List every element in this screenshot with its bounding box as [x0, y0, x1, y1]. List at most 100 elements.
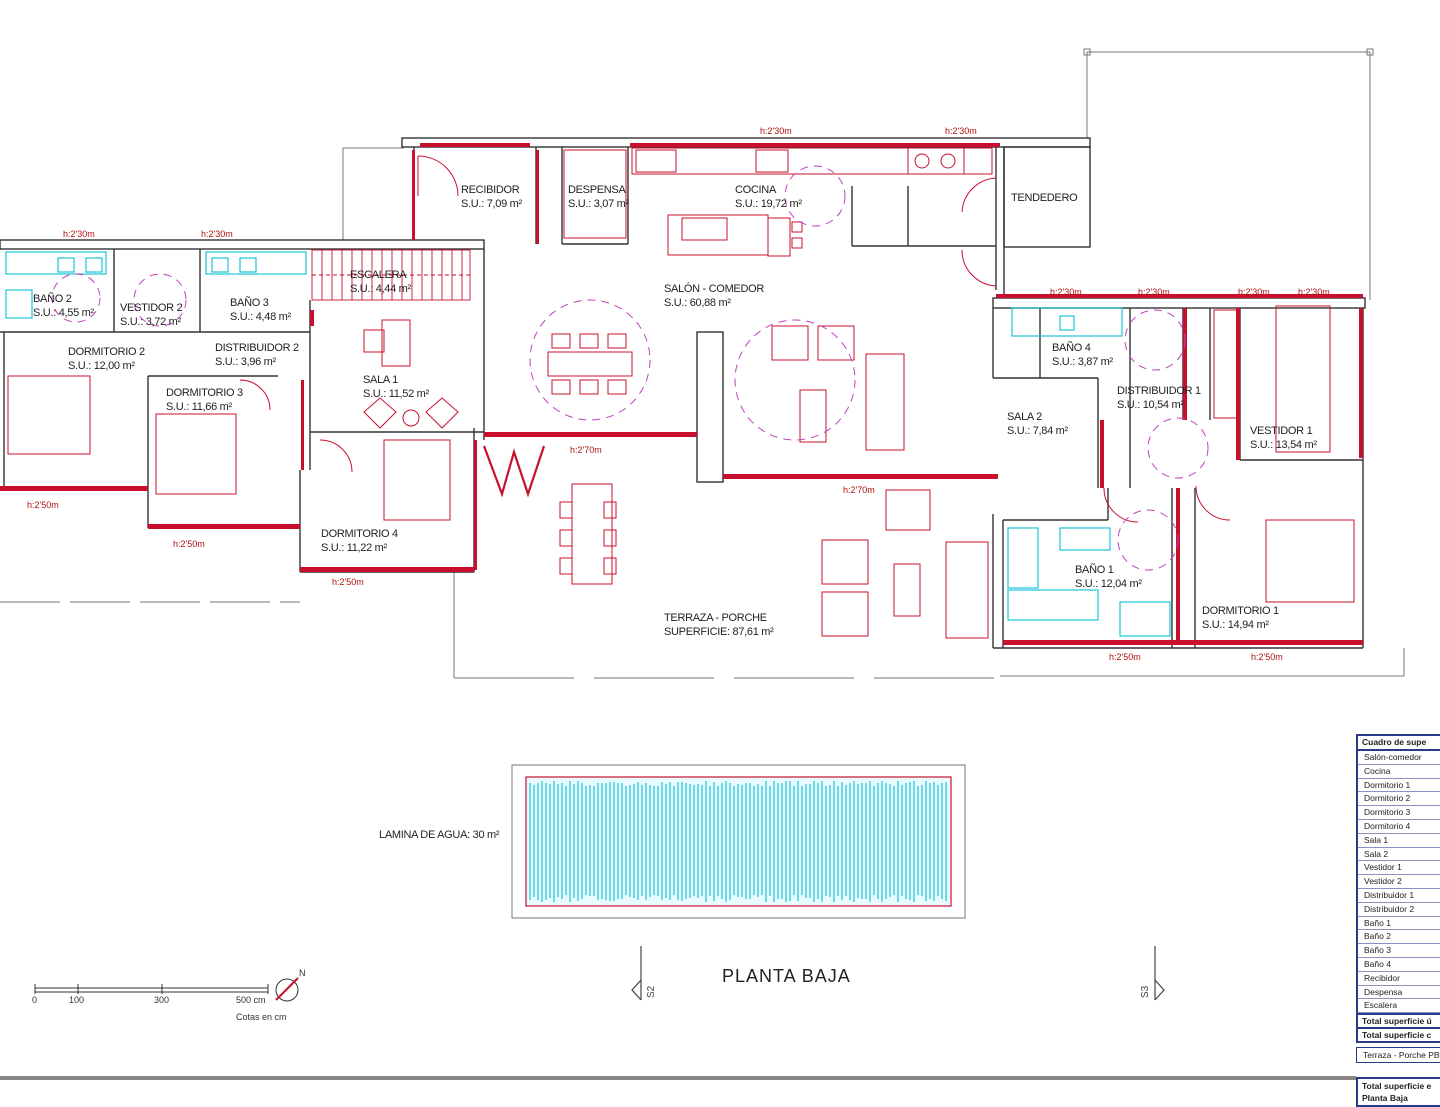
room-name: SALA 1	[363, 374, 398, 386]
room-dormitorio2: DORMITORIO 2 S.U.: 12,00 m²	[68, 345, 145, 373]
bathroom-fixtures	[5, 251, 1171, 637]
room-area: S.U.: 13,54 m²	[1250, 439, 1317, 451]
room-distribuidor1: DISTRIBUIDOR 1 S.U.: 10,54 m²	[1117, 384, 1201, 412]
room-distribuidor2: DISTRIBUIDOR 2 S.U.: 3,96 m²	[215, 341, 299, 369]
height-note: h:2'30m	[1298, 287, 1330, 297]
surface-table-row: Cocina	[1358, 765, 1440, 779]
height-note: h:2'50m	[332, 577, 364, 587]
room-area: S.U.: 3,72 m²	[120, 316, 181, 328]
surface-table-porch: Terraza - Porche PB	[1356, 1047, 1440, 1064]
room-name: DORMITORIO 1	[1202, 605, 1279, 617]
room-area: S.U.: 12,04 m²	[1075, 578, 1142, 590]
room-name: BAÑO 4	[1052, 342, 1091, 354]
room-area: S.U.: 3,87 m²	[1052, 356, 1113, 368]
surface-table-row: Salón-comedor	[1358, 751, 1440, 765]
room-area: S.U.: 4,55 m²	[33, 307, 94, 319]
height-note: h:2'30m	[945, 126, 977, 136]
room-area: S.U.: 3,07 m²	[568, 198, 629, 210]
room-area: S.U.: 7,84 m²	[1007, 425, 1068, 437]
room-name: RECIBIDOR	[461, 184, 520, 196]
height-note: h:2'50m	[1109, 652, 1141, 662]
room-name: BAÑO 2	[33, 293, 72, 305]
turning-circles	[51, 165, 1209, 571]
room-bano4: BAÑO 4 S.U.: 3,87 m²	[1052, 341, 1113, 369]
kitchen-furniture	[563, 147, 993, 257]
floor-plan-drawing	[0, 48, 1405, 1080]
section-mark-s2: S2	[646, 985, 657, 998]
room-area: S.U.: 11,66 m²	[166, 401, 232, 413]
room-name: SALÓN - COMEDOR	[664, 283, 765, 295]
pool-area: LAMINA DE AGUA: 30 m²	[379, 829, 500, 841]
room-area: S.U.: 19,72 m²	[735, 198, 802, 210]
height-note: h:2'70m	[843, 485, 875, 495]
room-cocina: COCINA S.U.: 19,72 m²	[735, 183, 802, 211]
room-bano2: BAÑO 2 S.U.: 4,55 m²	[33, 292, 94, 320]
room-name: COCINA	[735, 184, 776, 196]
section-markers	[631, 946, 1165, 1001]
room-name: VESTIDOR 1	[1250, 425, 1313, 437]
surface-table-total-built: Total superficie c	[1356, 1029, 1440, 1044]
room-area: S.U.: 14,94 m²	[1202, 619, 1269, 631]
scale-note: Cotas en cm	[236, 1012, 287, 1022]
scale-tick: 300	[154, 995, 170, 1005]
room-name: BAÑO 1	[1075, 564, 1114, 576]
height-note: h:2'30m	[1138, 287, 1170, 297]
height-note: h:2'50m	[173, 539, 205, 549]
room-bano3: BAÑO 3 S.U.: 4,48 m²	[230, 296, 291, 324]
room-area: S.U.: 11,22 m²	[321, 542, 387, 554]
room-recibidor: RECIBIDOR S.U.: 7,09 m²	[461, 183, 522, 211]
height-note: h:2'50m	[27, 500, 59, 510]
room-area: S.U.: 10,54 m²	[1117, 399, 1184, 411]
pool-label: LAMINA DE AGUA: 30 m²	[379, 828, 500, 842]
room-vestidor1: VESTIDOR 1 S.U.: 13,54 m²	[1250, 424, 1317, 452]
height-note: h:2'30m	[1050, 287, 1082, 297]
section-mark-s3: S3	[1140, 985, 1151, 998]
room-terraza-porche: TERRAZA - PORCHE SUPERFICIE: 87,61 m²	[664, 611, 774, 639]
scale-tick: 500 cm	[236, 995, 266, 1005]
pool	[511, 764, 966, 919]
surface-table-row: Sala 1	[1358, 834, 1440, 848]
grand-total-label: Total superficie e	[1362, 1081, 1432, 1092]
height-note: h:2'50m	[1251, 652, 1283, 662]
room-name: DORMITORIO 2	[68, 346, 145, 358]
room-area: S.U.: 3,96 m²	[215, 356, 276, 368]
scale-tick: 0	[32, 995, 38, 1005]
room-name: DORMITORIO 3	[166, 387, 243, 399]
room-dormitorio4: DORMITORIO 4 S.U.: 11,22 m²	[321, 527, 398, 555]
room-name: ESCALERA	[350, 269, 407, 281]
room-tendedero: TENDEDERO	[1011, 191, 1078, 205]
room-escalera: ESCALERA S.U.: 4,44 m²	[350, 268, 411, 296]
scale-bar	[34, 977, 299, 1002]
room-area: S.U.: 4,48 m²	[230, 311, 291, 323]
surface-table-total-useful: Total superficie ú	[1356, 1013, 1440, 1030]
height-note: h:2'30m	[63, 229, 95, 239]
surface-table-row: Distribuidor 1	[1358, 889, 1440, 903]
surface-table-row: Dormitorio 3	[1358, 806, 1440, 820]
height-note: h:2'30m	[201, 229, 233, 239]
surface-table-header: Cuadro de supe	[1356, 734, 1440, 751]
surface-table-row: Vestidor 2	[1358, 875, 1440, 889]
room-salon-comedor: SALÓN - COMEDOR S.U.: 60,88 m²	[664, 282, 764, 310]
surface-table-grand-total: Total superficie e Planta Baja	[1356, 1077, 1440, 1107]
room-name: TENDEDERO	[1011, 192, 1078, 204]
height-note: h:2'70m	[570, 445, 602, 455]
room-name: SALA 2	[1007, 411, 1042, 423]
room-bano1: BAÑO 1 S.U.: 12,04 m²	[1075, 563, 1142, 591]
bedroom-furniture	[7, 305, 1355, 603]
surface-table-row: Recibidor	[1358, 972, 1440, 986]
room-name: DISTRIBUIDOR 1	[1117, 385, 1201, 397]
surface-table-row: Despensa	[1358, 986, 1440, 1000]
bottom-border	[0, 1076, 1356, 1080]
room-name: VESTIDOR 2	[120, 302, 183, 314]
room-area: SUPERFICIE: 87,61 m²	[664, 626, 774, 638]
surface-table-row: Dormitorio 2	[1358, 792, 1440, 807]
height-note: h:2'30m	[1238, 287, 1270, 297]
surface-table-row: Dormitorio 4	[1358, 820, 1440, 834]
surface-table-row: Baño 4	[1358, 958, 1440, 972]
room-dormitorio3: DORMITORIO 3 S.U.: 11,66 m²	[166, 386, 243, 414]
surface-table-row: Baño 3	[1358, 944, 1440, 958]
surface-table-row: Baño 2	[1358, 930, 1440, 945]
surface-table-row: Sala 2	[1358, 848, 1440, 862]
